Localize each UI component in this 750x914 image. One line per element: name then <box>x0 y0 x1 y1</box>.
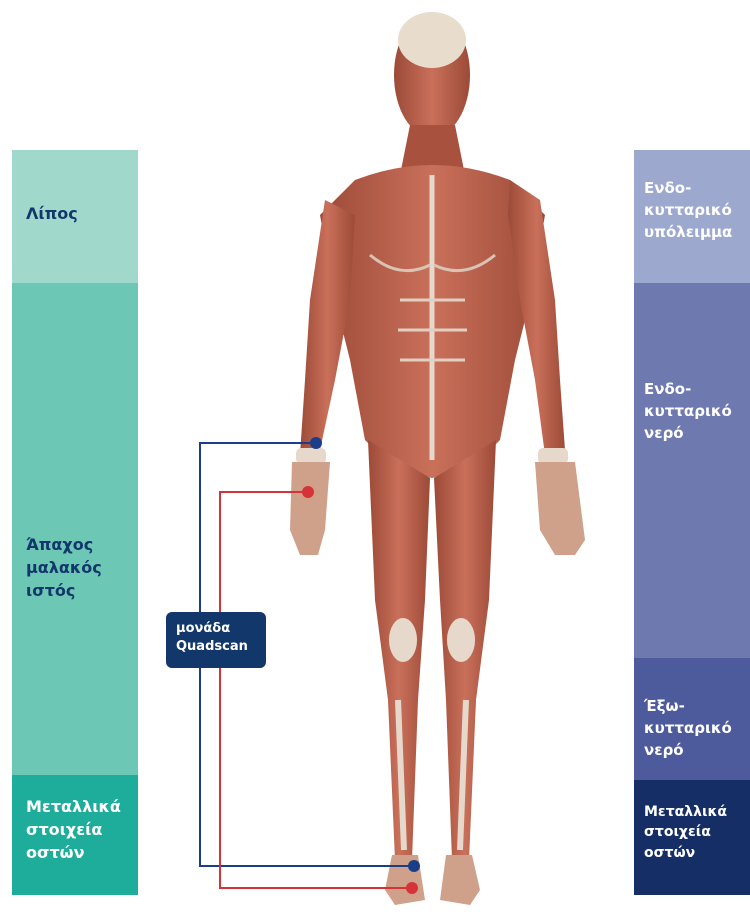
hand-sense-electrode <box>310 437 322 449</box>
foot-drive-electrode <box>406 882 418 894</box>
hand-drive-electrode <box>302 486 314 498</box>
quadscan-unit-label: μονάδα Quadscan <box>166 612 266 668</box>
human-body-muscular <box>290 12 585 905</box>
foot-sense-electrode <box>408 860 420 872</box>
